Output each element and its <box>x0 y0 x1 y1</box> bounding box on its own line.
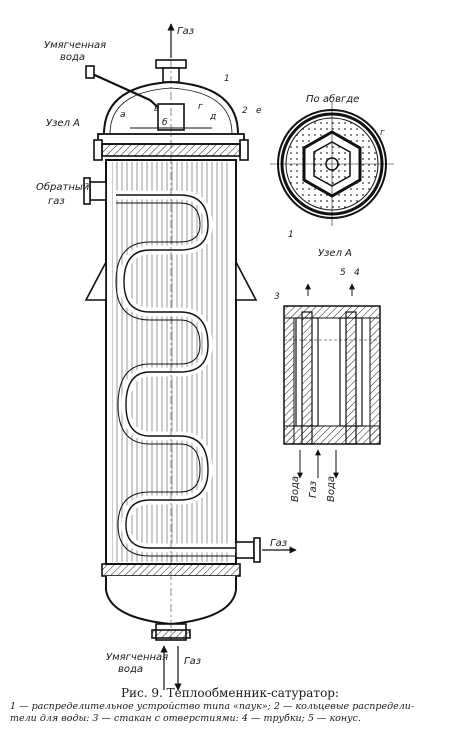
label-softened-water-bottom-2: вода <box>118 664 144 675</box>
label-detail-3: 3 <box>274 292 280 302</box>
label-return-gas-1: Обратный <box>36 182 90 193</box>
label-letter-e: е <box>256 106 262 116</box>
label-num-2: 2 <box>242 106 248 116</box>
caption-title: Рис. 9. Теплообменник-сатуратор: <box>120 686 340 700</box>
node-a-detail <box>283 283 381 479</box>
return-gas-nozzle <box>89 181 107 201</box>
label-water-2: Вода <box>326 475 337 502</box>
label-section-g: г <box>380 128 385 138</box>
label-letter-v: в <box>154 104 160 114</box>
label-softened-water-bottom-1: Умягченная <box>106 652 169 663</box>
gas-outlet-nozzle <box>235 541 255 559</box>
label-section-1: 1 <box>288 230 294 240</box>
label-softened-water-top-1: Умягченная <box>44 40 107 51</box>
caption-line-2: тели для воды: 3 — стакан с отверстиями:… <box>10 713 361 724</box>
cross-section <box>270 102 394 226</box>
label-gas-bottom: Газ <box>184 656 202 667</box>
label-section-title: По абвгде <box>306 94 360 105</box>
label-node-a-detail: Узел А <box>318 248 352 259</box>
label-letter-g: г <box>198 102 203 112</box>
label-detail-5: 5 <box>340 268 346 278</box>
label-detail-4: 4 <box>354 268 360 278</box>
figure-caption: Рис. 9. Теплообменник-сатуратор: 1 — рас… <box>10 686 450 725</box>
label-letter-b: б <box>162 118 168 128</box>
label-gas-top: Газ <box>177 26 195 37</box>
label-node-a: Узел А <box>46 118 80 129</box>
support-right <box>235 261 258 301</box>
label-letter-a: а <box>120 110 126 120</box>
label-num-1: 1 <box>224 74 230 84</box>
label-gas-out: Газ <box>270 538 288 549</box>
support-left <box>84 261 107 301</box>
label-return-gas-2: газ <box>48 196 65 207</box>
vessel <box>83 23 297 691</box>
label-letter-d: д <box>210 112 217 122</box>
label-water-1: Вода <box>290 475 301 502</box>
label-softened-water-top-2: вода <box>60 52 86 63</box>
caption-line-1: 1 — распределительное устройство типа «п… <box>10 701 415 712</box>
label-gas-mid: Газ <box>308 480 319 498</box>
